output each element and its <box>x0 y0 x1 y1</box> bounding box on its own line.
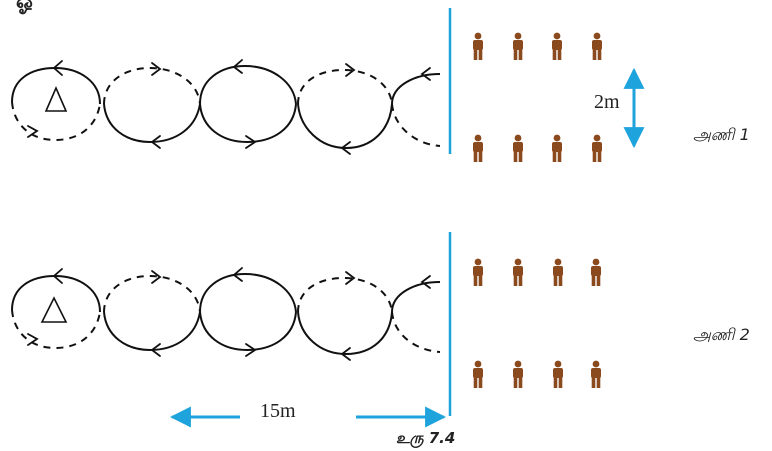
cone-icon <box>40 296 68 323</box>
person-icon <box>473 134 483 162</box>
person-icon <box>513 258 523 286</box>
spacing-label: 2m <box>594 91 620 113</box>
cone-icon <box>44 85 68 112</box>
team-2-label: அணி 2 <box>693 325 750 344</box>
loop-arrowheads-2 <box>27 267 431 361</box>
person-icon <box>513 32 523 60</box>
loop-path-2 <box>11 272 441 356</box>
person-icon <box>513 360 523 388</box>
person-icon <box>473 258 483 286</box>
person-icon <box>592 32 602 60</box>
team-2-drill: அணி 2 <box>11 232 750 416</box>
person-icon <box>513 134 523 162</box>
person-icon <box>592 134 602 162</box>
person-icon <box>591 258 601 286</box>
loop-path-1 <box>11 64 441 150</box>
team-2-people <box>473 258 601 388</box>
team-1-drill: 2m அணி 1 <box>11 8 750 162</box>
person-icon <box>473 32 483 60</box>
person-icon <box>553 258 563 286</box>
team-1-people <box>473 32 602 162</box>
distance-label: 15m <box>260 400 296 422</box>
person-icon <box>553 360 563 388</box>
person-icon <box>552 32 562 60</box>
heading-fragment: ஓ <box>16 0 33 15</box>
person-icon <box>552 134 562 162</box>
figure-caption: உரு 7.4 <box>396 429 455 448</box>
team-1-label: அணி 1 <box>693 125 750 144</box>
person-icon <box>591 360 601 388</box>
person-icon <box>473 360 483 388</box>
distance-indicator: 15m <box>169 400 447 428</box>
loop-arrowheads-1 <box>27 59 431 155</box>
